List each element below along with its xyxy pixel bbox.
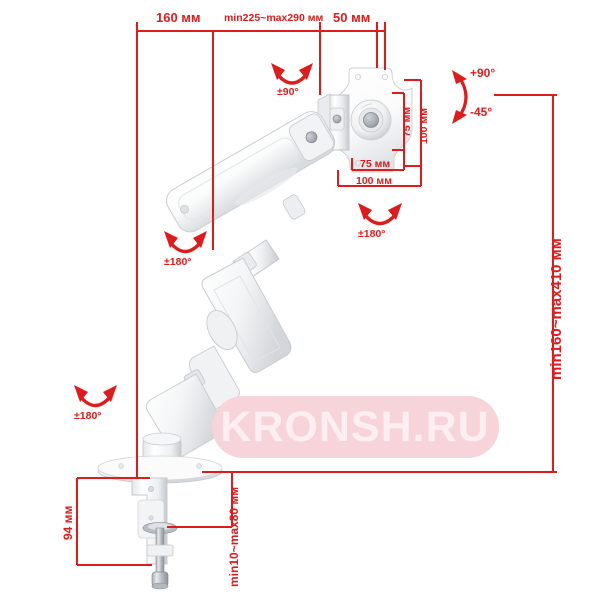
dim-label-clamp-range: min10~max80 мм	[227, 486, 241, 587]
tilt-arc-icon	[452, 70, 468, 124]
vesa-dimension-bracket	[337, 79, 422, 187]
head-rotate-180-icon	[358, 203, 402, 226]
rotation-label-head-180: ±180°	[358, 228, 386, 240]
watermark-text: KRONSH.RU	[220, 403, 489, 451]
dim-label-clamp-94: 94 мм	[61, 505, 75, 540]
dim-label-vesa-v-75: 75 мм	[401, 106, 413, 137]
swivel-90-icon	[271, 63, 313, 85]
rotation-label-base-180: ±180°	[74, 410, 102, 422]
rotation-label-tilt-up: +90°	[470, 66, 496, 80]
clamp-dimensions	[76, 472, 233, 566]
desk-c-clamp	[131, 477, 178, 590]
dim-label-total-height: min160~max410 мм	[548, 238, 565, 380]
rotation-label-swivel-90: ±90°	[277, 86, 299, 98]
rotation-label-arm-180: ±180°	[164, 256, 192, 268]
arm-rotate-180-icon	[164, 231, 207, 254]
dim-label-top-160: 160 мм	[156, 10, 201, 25]
dim-label-vesa-h-75: 75 мм	[360, 158, 391, 170]
vesa-mounting-plate	[330, 67, 413, 173]
dim-label-vesa-v-100: 100 мм	[418, 108, 430, 144]
base-rotate-180-icon	[74, 385, 117, 408]
upper-arm	[166, 111, 336, 233]
total-height-dimension	[202, 94, 557, 473]
rotation-label-tilt-down: -45°	[470, 105, 493, 119]
dim-label-vesa-h-100: 100 мм	[356, 175, 392, 187]
dim-label-top-50: 50 мм	[333, 10, 371, 25]
dim-label-top-reach: min225~max290 мм	[224, 12, 324, 24]
